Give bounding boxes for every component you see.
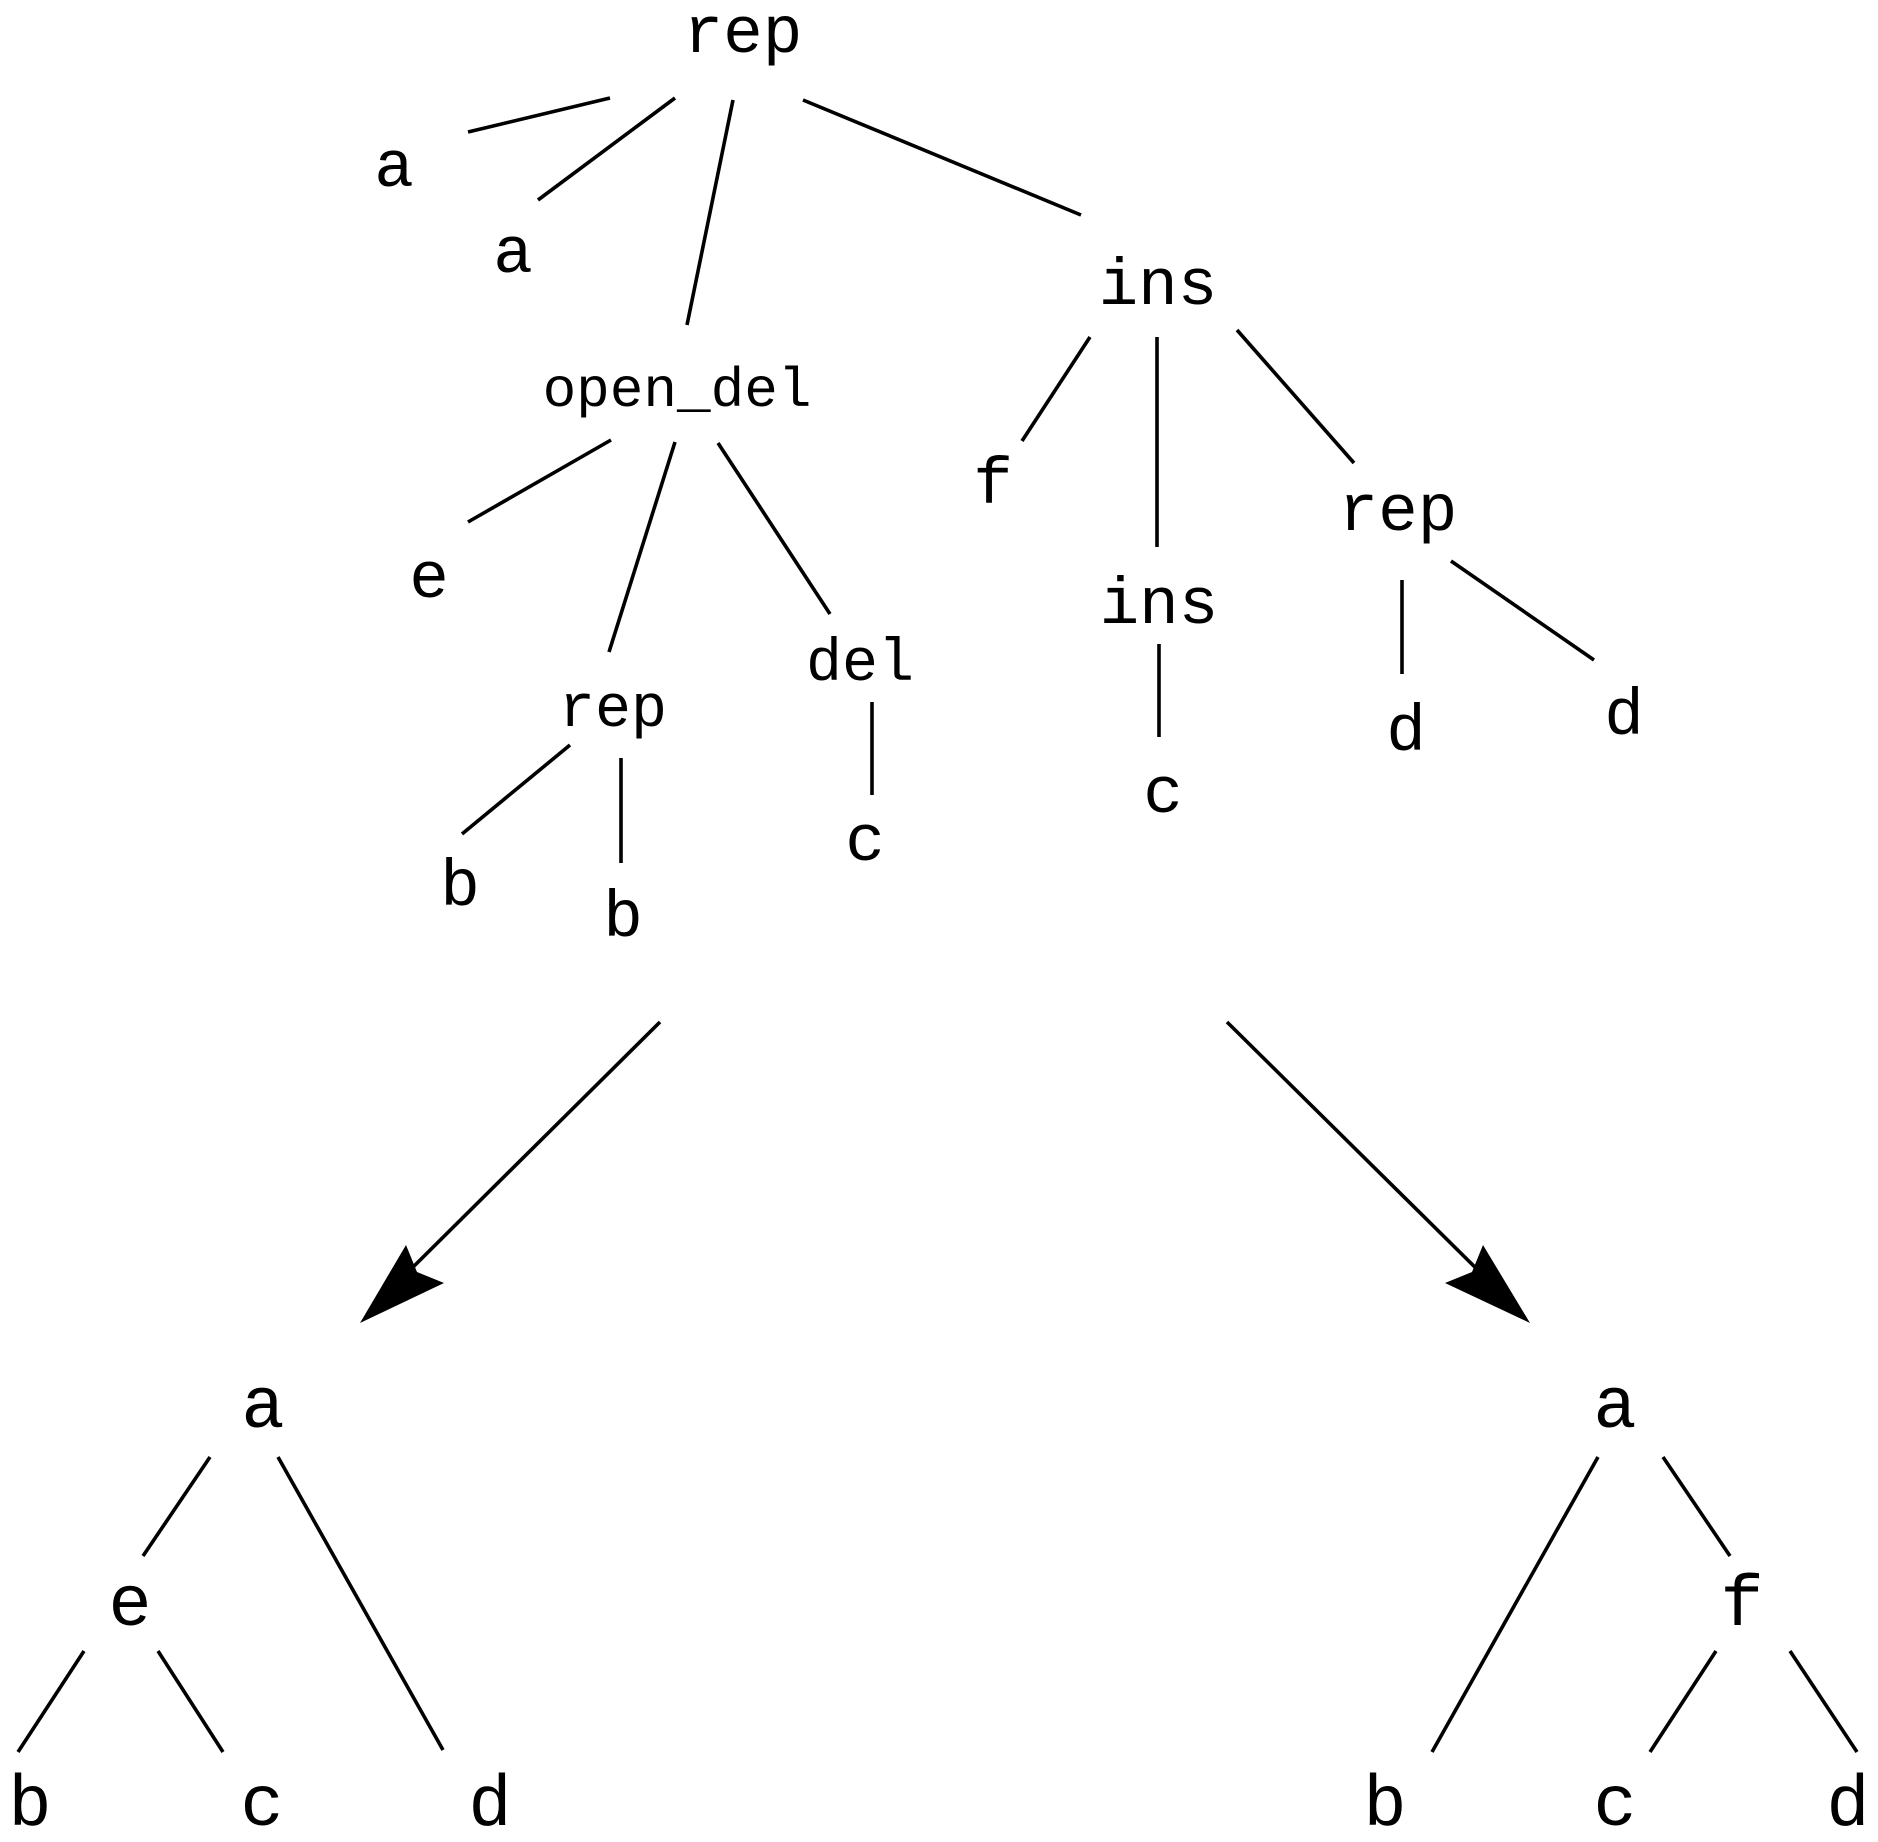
node-rep-mid: rep xyxy=(559,677,667,745)
arrow-right-shaft xyxy=(1225,1020,1492,1284)
edge-ins-to-f xyxy=(1020,336,1092,442)
node-del: del xyxy=(806,631,914,699)
edge-e-to-c xyxy=(156,1650,225,1753)
node-source-e: e xyxy=(108,1565,151,1647)
edge-rep-to-ins xyxy=(802,98,1082,217)
edge-a-to-d xyxy=(276,1456,445,1751)
edit-script-edges xyxy=(460,96,1596,863)
node-ins-mid: ins xyxy=(1100,568,1219,643)
node-c-ins: c xyxy=(1143,757,1183,832)
arrow-right xyxy=(1225,1020,1530,1323)
source-tree-nodes: a e b c d xyxy=(8,1367,511,1842)
edge-f-to-d xyxy=(1788,1650,1859,1753)
node-source-c: c xyxy=(240,1765,283,1842)
node-target-c: c xyxy=(1593,1765,1636,1842)
node-b1: b xyxy=(440,850,480,925)
node-target-a: a xyxy=(1593,1367,1636,1449)
arrow-left-head xyxy=(360,1245,444,1323)
edge-rep-to-d2 xyxy=(1449,559,1596,662)
edge-ins-to-rep xyxy=(1235,328,1356,465)
node-target-d: d xyxy=(1826,1765,1869,1842)
node-open-del: open_del xyxy=(543,359,812,423)
edge-rep-to-b1 xyxy=(460,743,572,836)
source-tree-edges xyxy=(16,1455,445,1753)
arrow-left xyxy=(360,1020,662,1323)
node-b2: b xyxy=(603,881,643,956)
node-target-b: b xyxy=(1363,1765,1406,1842)
edge-open-del-to-rep xyxy=(607,441,677,653)
edge-e-to-b xyxy=(16,1650,86,1753)
edit-script-nodes: rep a a open_del ins e rep del b b c f i… xyxy=(374,0,1644,956)
node-d1: d xyxy=(1386,695,1426,770)
node-e: e xyxy=(409,542,449,617)
target-tree-edges xyxy=(1430,1455,1859,1753)
node-source-b: b xyxy=(8,1765,51,1842)
node-c-del: c xyxy=(845,805,885,880)
arrow-left-shaft xyxy=(396,1020,662,1284)
edge-rep-to-a1 xyxy=(467,96,611,134)
node-rep-root: rep xyxy=(684,0,803,72)
source-tree: a e b c d xyxy=(8,1367,511,1842)
node-d2: d xyxy=(1604,679,1644,754)
node-a2: a xyxy=(493,217,533,292)
node-rep-right: rep xyxy=(1339,475,1458,550)
node-source-a: a xyxy=(241,1367,284,1449)
node-a1: a xyxy=(374,131,414,206)
target-tree-nodes: a f b c d xyxy=(1363,1367,1869,1842)
target-tree: a f b c d xyxy=(1363,1367,1869,1842)
edge-f-to-c xyxy=(1648,1650,1718,1753)
edge-a-to-b xyxy=(1430,1456,1600,1753)
node-source-d: d xyxy=(468,1765,511,1842)
edge-a-to-e xyxy=(141,1455,212,1558)
edge-a-to-f xyxy=(1661,1455,1732,1558)
edge-open-del-to-del xyxy=(716,442,832,615)
edit-script-tree: rep a a open_del ins e rep del b b c f i… xyxy=(374,0,1644,956)
arrow-right-head xyxy=(1445,1245,1530,1323)
edge-open-del-to-e xyxy=(467,438,612,524)
node-ins-top: ins xyxy=(1099,249,1218,324)
node-f: f xyxy=(973,448,1013,523)
edge-rep-to-open-del xyxy=(685,99,735,326)
arrows xyxy=(360,1020,1530,1323)
edge-rep-to-a2 xyxy=(536,96,677,202)
node-target-f: f xyxy=(1720,1565,1763,1647)
